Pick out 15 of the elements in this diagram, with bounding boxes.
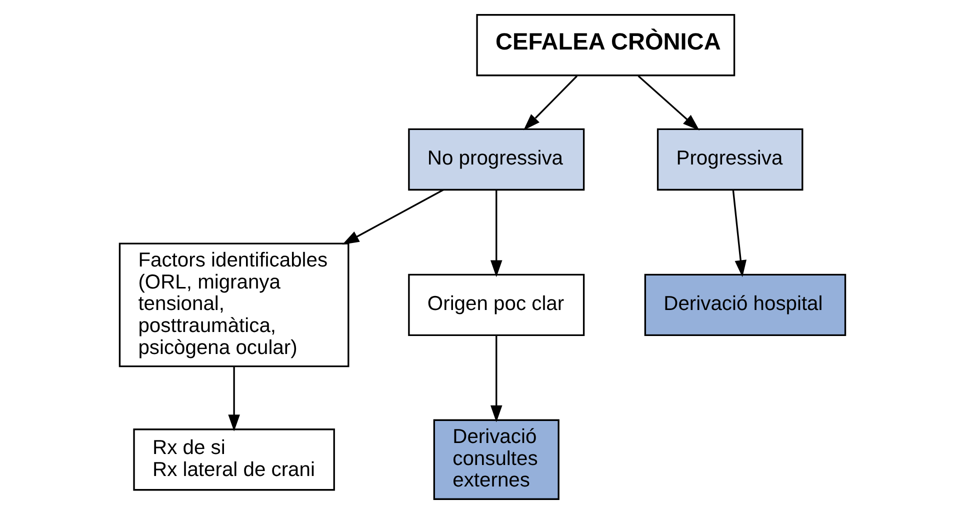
- node-box: Progressiva: [656, 128, 804, 191]
- arrow: [523, 75, 578, 130]
- arrow: [732, 190, 747, 278]
- node-box: Derivació hospital: [644, 274, 846, 336]
- node-box: Derivació consultes externes: [433, 419, 560, 500]
- arrow: [638, 75, 700, 131]
- arrow: [490, 190, 502, 278]
- node-box: No progressiva: [408, 128, 585, 191]
- node-box: CEFALEA CRÒNICA: [476, 14, 736, 76]
- node-box: Factors identificables (ORL, migranya tensional, posttraumàtica, psicògena ocular): [118, 242, 350, 368]
- arrow: [228, 366, 240, 432]
- arrow: [342, 189, 444, 245]
- node-box: Rx de si Rx lateral de crani: [133, 428, 335, 491]
- arrow: [490, 336, 502, 422]
- node-box: Origen poc clar: [408, 274, 585, 336]
